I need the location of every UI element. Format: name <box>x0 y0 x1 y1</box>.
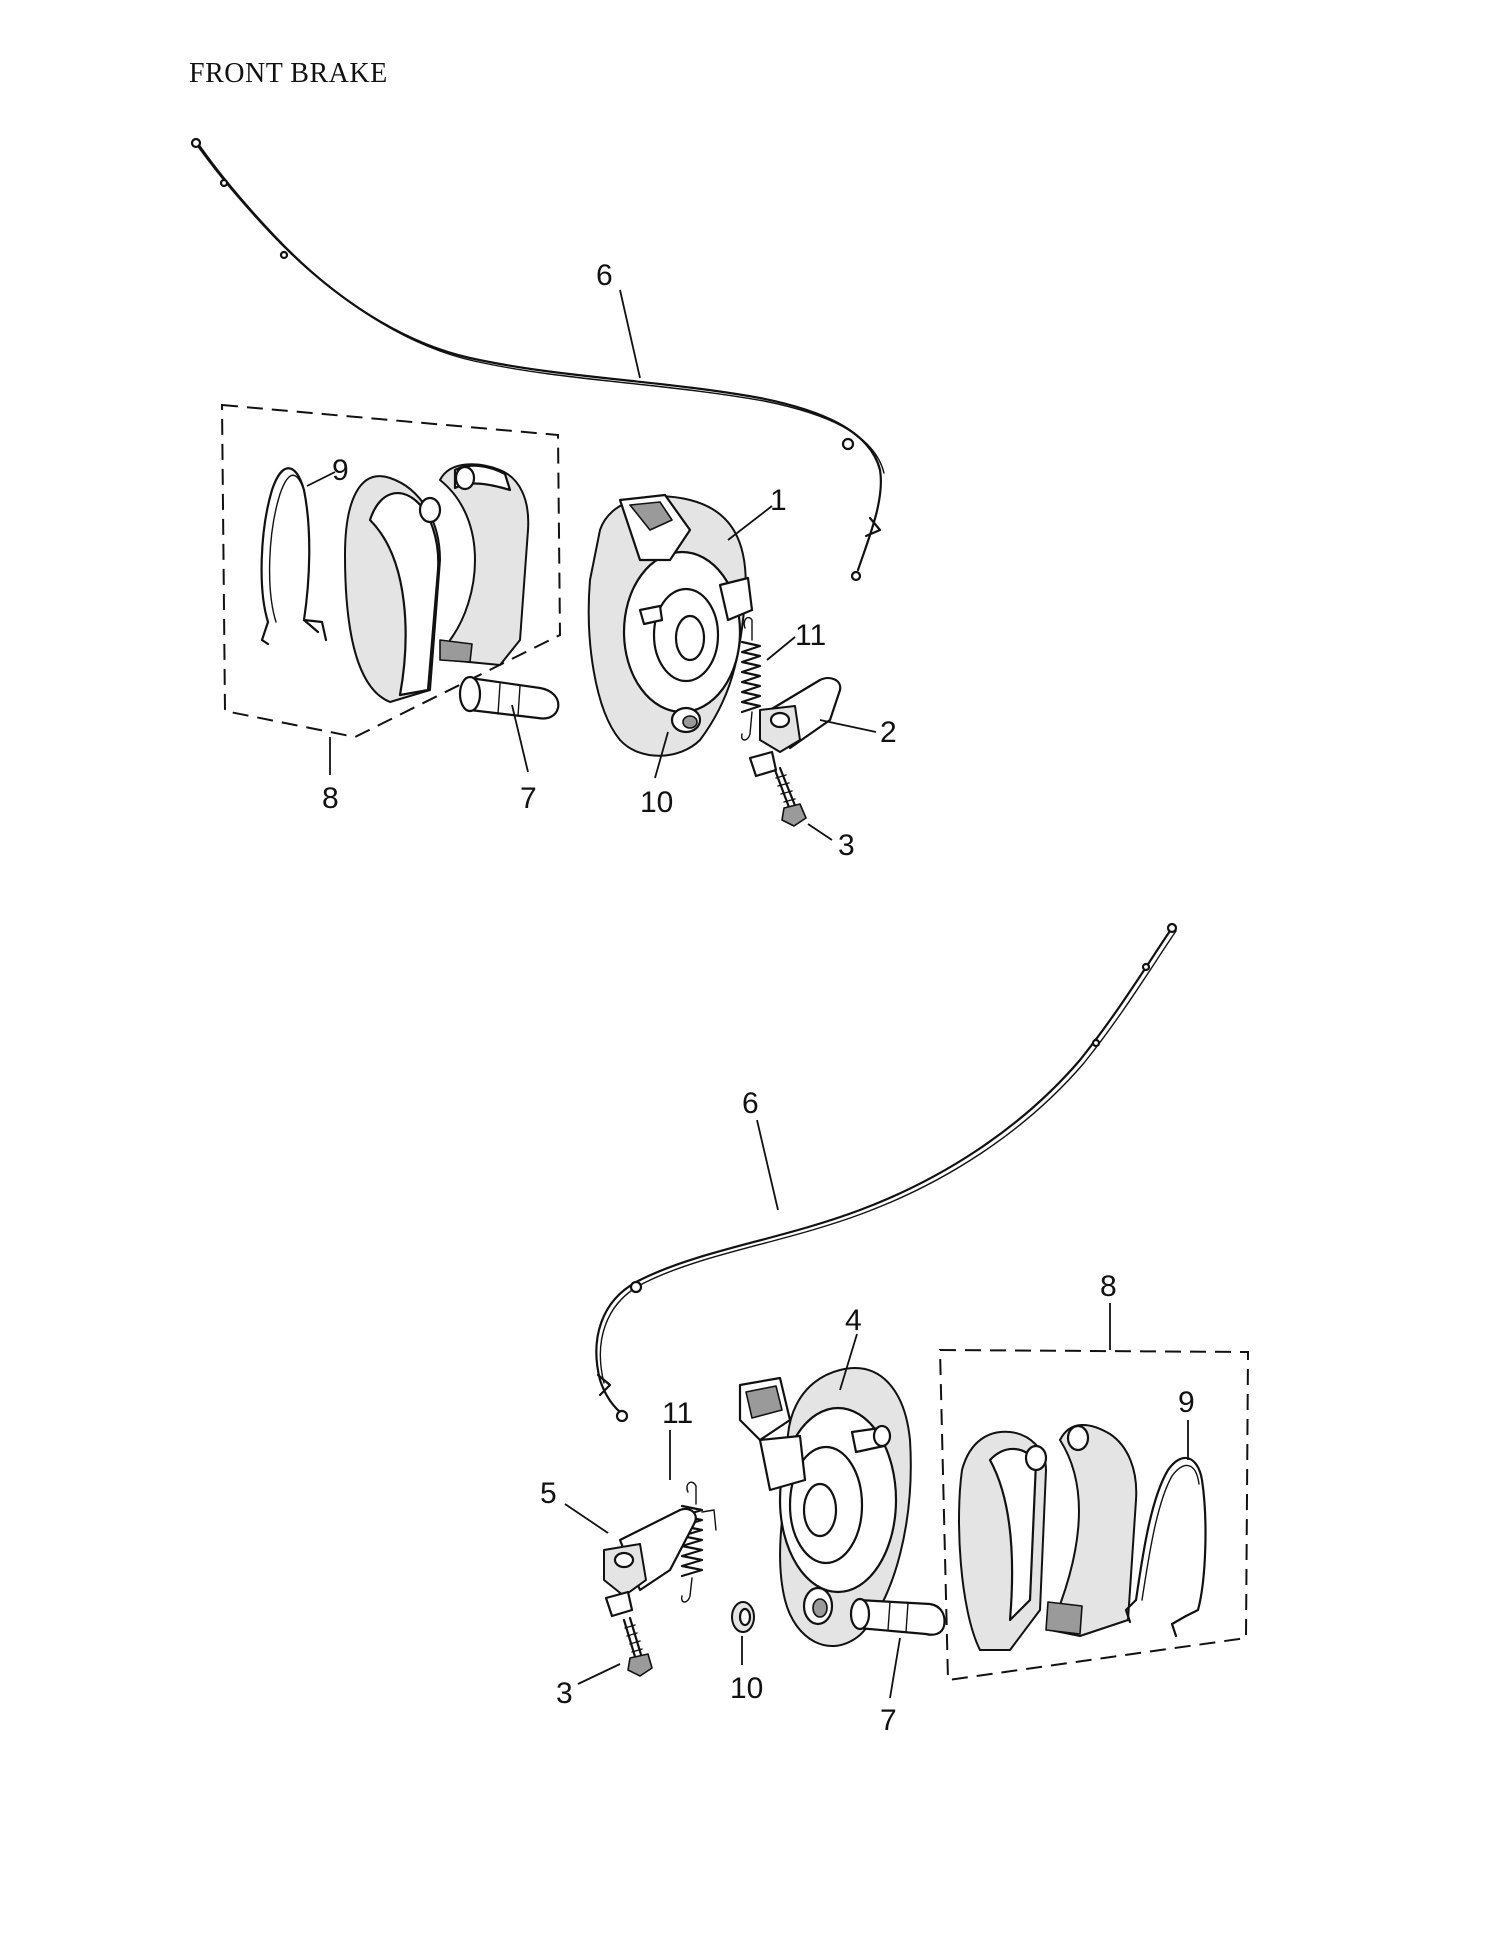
top-callout-bolt: 3 <box>838 829 855 862</box>
bottom-brake-shoe-front <box>958 1430 1048 1651</box>
bottom-leader-lines <box>564 1119 1189 1699</box>
top-brake-cable <box>190 137 885 582</box>
top-callout-brake-arm: 2 <box>880 716 897 749</box>
bottom-callout-cable: 6 <box>742 1087 759 1120</box>
top-brake-cam <box>458 675 560 720</box>
top-callout-brake-panel: 1 <box>770 484 787 517</box>
top-brake-arm <box>748 676 842 778</box>
bottom-callout-shoe-spring: 9 <box>1178 1386 1195 1419</box>
top-callout-cable: 6 <box>596 259 613 292</box>
bottom-assembly: 6 4 8 9 11 5 3 10 7 <box>540 922 1250 1737</box>
bottom-return-spring <box>680 1481 717 1603</box>
top-assembly: 6 1 9 8 7 10 11 2 3 <box>190 137 897 862</box>
top-brake-shoe-front <box>344 475 442 703</box>
bottom-callout-brake-panel: 4 <box>845 1304 862 1337</box>
top-bolt <box>773 766 807 827</box>
bottom-bolt <box>622 1616 653 1677</box>
top-callout-shoe-set: 8 <box>322 782 339 815</box>
bottom-callout-return-spring: 11 <box>662 1397 693 1430</box>
bottom-shoe-spring <box>1124 1456 1207 1638</box>
bottom-callout-shoe-set: 8 <box>1100 1270 1117 1303</box>
bottom-callout-brake-arm: 5 <box>540 1477 557 1510</box>
top-callout-seal: 10 <box>640 786 673 819</box>
bottom-brake-cam <box>849 1597 946 1636</box>
bottom-brake-cable <box>595 922 1178 1423</box>
top-callout-return-spring: 11 <box>795 619 826 652</box>
top-callout-cam: 7 <box>520 782 537 815</box>
bottom-brake-panel <box>738 1367 912 1647</box>
top-shoe-set-box <box>220 403 562 739</box>
top-brake-shoe-back <box>439 463 530 666</box>
top-shoe-spring <box>260 467 328 646</box>
bottom-callout-bolt: 3 <box>556 1677 573 1710</box>
top-return-spring <box>740 616 762 741</box>
top-leader-lines <box>306 289 877 841</box>
bottom-callout-cam: 7 <box>880 1704 897 1737</box>
bottom-shoe-set-box <box>938 1348 1250 1682</box>
bottom-brake-shoe-back <box>1045 1423 1138 1637</box>
top-callout-shoe-spring: 9 <box>332 454 349 487</box>
bottom-seal <box>731 1601 755 1633</box>
top-brake-panel <box>587 493 754 757</box>
page-title: FRONT BRAKE <box>189 58 388 89</box>
bottom-brake-arm <box>603 1507 697 1618</box>
bottom-callout-seal: 10 <box>730 1672 763 1705</box>
